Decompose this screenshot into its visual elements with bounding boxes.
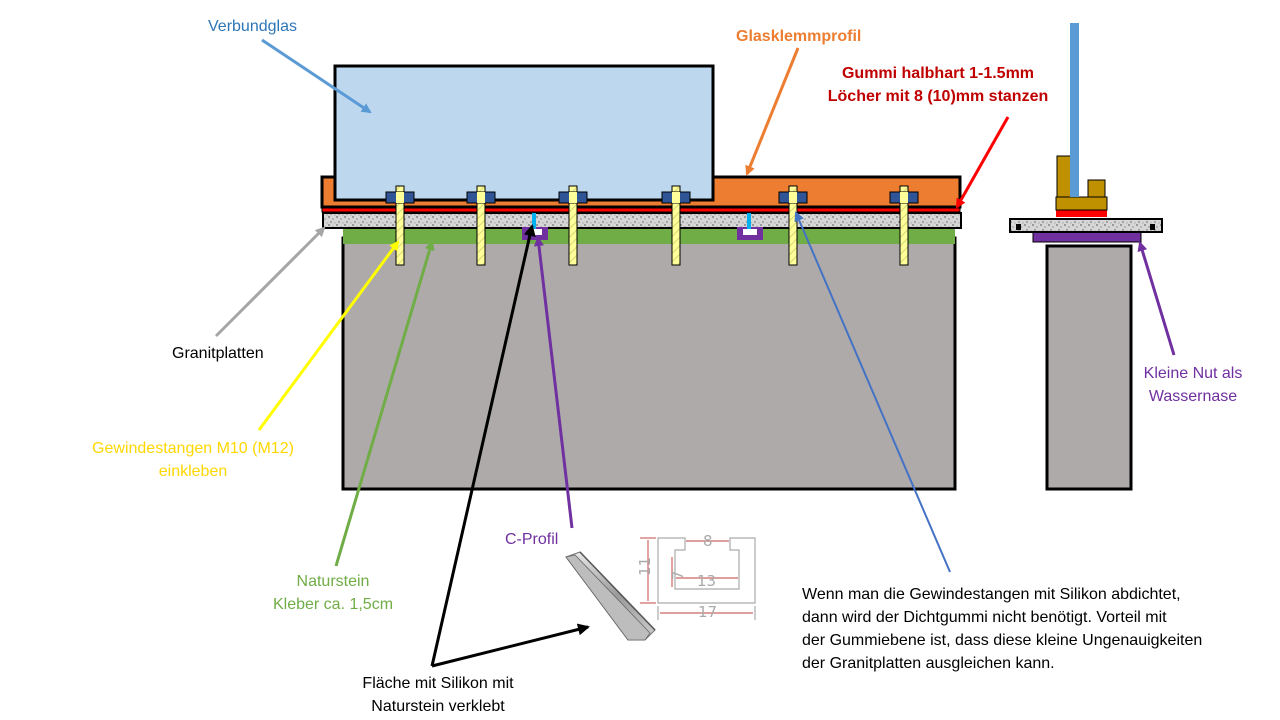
pointer-cprofile xyxy=(533,236,574,529)
threaded-rod-1 xyxy=(385,185,415,266)
side-glass xyxy=(1070,23,1079,197)
dim-width: 17 xyxy=(698,603,717,621)
pointer-adhesive xyxy=(334,240,435,567)
side-clamp-base xyxy=(1055,196,1108,211)
note-line1: Wenn man die Gewindestangen mit Silikon … xyxy=(802,586,1181,603)
dim-top: 8 xyxy=(703,532,713,550)
label-gummi-line1: Gummi halbhart 1-1.5mm xyxy=(841,65,1035,82)
label-flaeche: Fläche mit Silikon mit Naturstein verkle… xyxy=(350,672,526,718)
label-naturstein: Naturstein Kleber ca. 1,5cm xyxy=(262,570,404,616)
threaded-rod-6 xyxy=(889,185,919,266)
note-line3: der Gummiebene ist, dass diese kleine Un… xyxy=(802,632,1203,649)
granite-slab xyxy=(322,212,962,229)
label-wassernase-line2: Wassernase xyxy=(1148,388,1238,405)
side-clamp-right xyxy=(1087,179,1106,198)
side-clamp-left xyxy=(1056,155,1072,198)
side-granite-slab xyxy=(1009,218,1163,233)
dim-slot: 13 xyxy=(697,572,716,590)
label-wassernase: Kleine Nut als Wassernase xyxy=(1136,362,1250,408)
note-line2: dann wird der Dichtgummi nicht benötigt.… xyxy=(802,609,1167,626)
pointer-surface-2 xyxy=(431,623,590,668)
side-section xyxy=(1009,23,1163,491)
label-flaeche-line2: Naturstein verklebt xyxy=(371,698,505,715)
c-profile-right xyxy=(737,213,763,240)
label-gewindestangen-line2: einkleben xyxy=(158,463,228,480)
c-profile-detail: 8 11 7 13 17 xyxy=(565,532,756,641)
pointer-rod xyxy=(257,240,400,431)
pointer-note xyxy=(794,211,951,573)
label-gummi: Gummi halbhart 1-1.5mm Löcher mit 8 (10)… xyxy=(824,62,1052,108)
adhesive-layer xyxy=(343,228,955,244)
main-section xyxy=(320,64,962,491)
label-naturstein-line1: Naturstein xyxy=(296,573,370,590)
laminated-glass xyxy=(333,64,715,202)
threaded-rod-3 xyxy=(558,185,588,266)
pointer-clamp xyxy=(745,47,800,176)
note-line4: der Granitplatten ausgleichen kann. xyxy=(802,655,1055,672)
pointer-glass xyxy=(261,38,372,114)
pointers xyxy=(214,38,1176,668)
side-rubber xyxy=(1056,210,1107,217)
label-gewindestangen-line1: Gewindestangen M10 (M12) xyxy=(92,440,294,457)
side-stone-post xyxy=(1045,244,1133,491)
label-naturstein-line2: Kleber ca. 1,5cm xyxy=(272,596,394,613)
dim-inner: 7 xyxy=(669,570,687,580)
label-glasklemmprofil: Glasklemmprofil xyxy=(736,28,862,45)
threaded-rod-5 xyxy=(778,185,808,266)
dim-height: 11 xyxy=(636,557,654,576)
pointer-rubber xyxy=(955,116,1010,209)
c-profile-cross-section xyxy=(640,537,756,620)
label-gummi-line2: Löcher mit 8 (10)mm stanzen xyxy=(827,88,1049,105)
note-paragraph: Wenn man die Gewindestangen mit Silikon … xyxy=(802,583,1202,675)
threaded-rod-4 xyxy=(661,185,691,266)
label-wassernase-line1: Kleine Nut als xyxy=(1143,365,1243,382)
label-flaeche-line1: Fläche mit Silikon mit xyxy=(362,675,514,692)
pointer-granite xyxy=(214,226,326,338)
threaded-rod-2 xyxy=(466,185,496,266)
label-c-profil: C-Profil xyxy=(505,531,559,548)
label-verbundglas: Verbundglas xyxy=(208,18,297,35)
stone-base xyxy=(341,236,957,491)
pointer-surface-1 xyxy=(430,224,536,667)
pointer-drip xyxy=(1137,241,1176,356)
label-gewindestangen: Gewindestangen M10 (M12) einkleben xyxy=(82,437,304,483)
label-granitplatten: Granitplatten xyxy=(172,345,264,362)
